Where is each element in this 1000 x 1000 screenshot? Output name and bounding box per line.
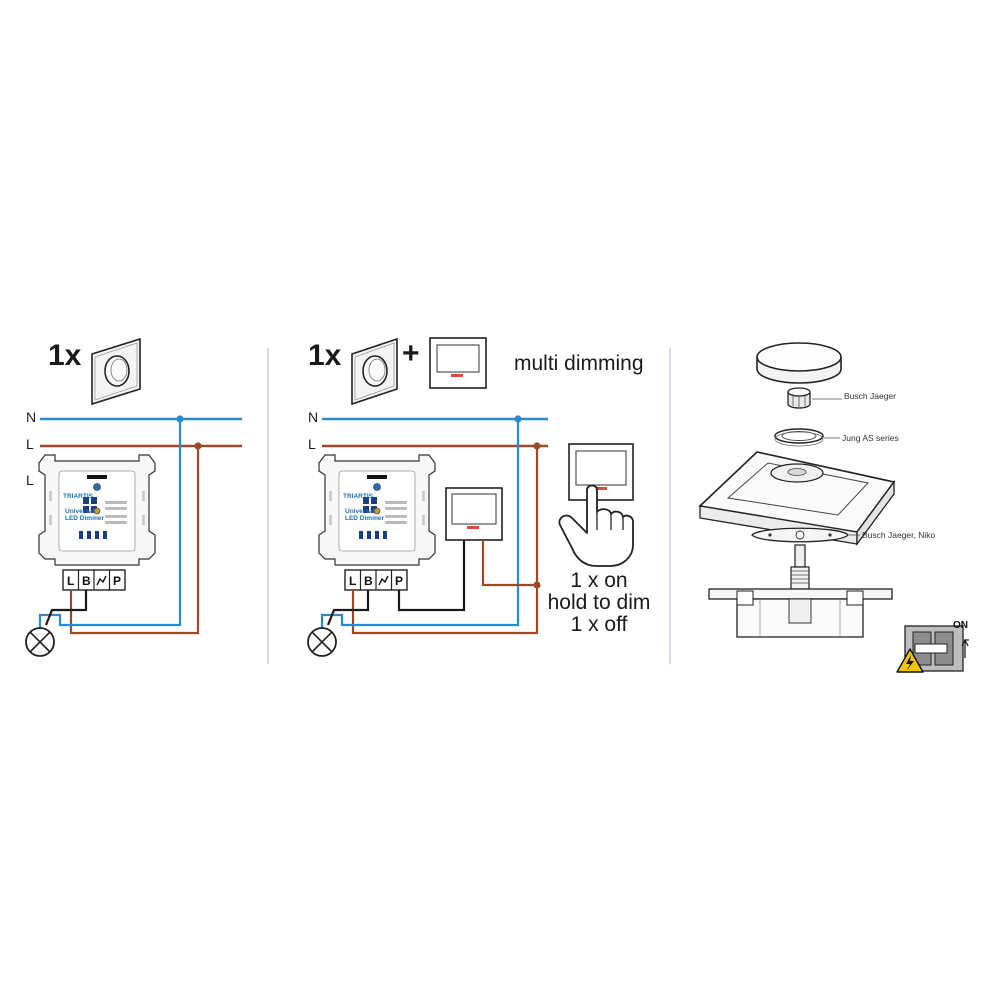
terminal-block: L B P — [62, 569, 126, 591]
adapter-ring-jung — [774, 428, 824, 447]
instruction-off: 1 x off — [571, 613, 628, 636]
circuit-breaker-icon: ON — [904, 620, 969, 672]
live-junction — [533, 442, 541, 450]
terminal-l: L — [349, 574, 356, 588]
panel-single-dimming: 1x N L L TRIARTIS Universal LED Dimme — [25, 337, 242, 657]
lamp-icon — [307, 627, 337, 657]
quantity-label: 1x — [308, 339, 342, 372]
push-button-icon — [429, 337, 487, 389]
hand-press-icon — [558, 443, 634, 567]
push-button-signal-wire — [397, 540, 466, 612]
dimmer-name-line2: LED Dimmer — [345, 515, 384, 522]
neutral-wire-label: N — [308, 409, 318, 425]
dimmer-brand: TRIARTIS — [63, 493, 94, 500]
neutral-wire-label: N — [26, 409, 36, 425]
terminal-block: L B P — [344, 569, 408, 591]
push-button-module — [445, 487, 503, 541]
label-jung-as-series: Jung AS series — [842, 433, 899, 443]
terminal-p: P — [395, 574, 403, 588]
dimmer-name-line2: LED Dimmer — [65, 515, 104, 522]
terminal-dim-icon — [378, 575, 389, 586]
quantity-label: 1x — [48, 339, 82, 372]
dimmer-body — [708, 544, 893, 638]
knob-cap — [756, 342, 842, 384]
live-to-l-wire — [69, 446, 200, 635]
panel-multi-dimming: 1x + multi dimming N L TRIARTIS — [307, 337, 651, 657]
lamp-wire-label: L — [26, 472, 34, 488]
adapter-busch-jaeger — [787, 387, 811, 409]
load-wire — [326, 590, 370, 626]
terminal-dim-icon — [96, 575, 107, 586]
dimmer-module: TRIARTIS Universal LED Dimmer — [318, 454, 436, 566]
plus-label: + — [402, 337, 420, 370]
panel-assembly: Busch Jaeger Jung AS series Busch Jaeger… — [698, 342, 969, 673]
lamp-icon — [25, 627, 55, 657]
dimmer-module: TRIARTIS Universal LED Dimmer — [38, 454, 156, 566]
terminal-l: L — [67, 574, 74, 588]
terminal-b: B — [82, 574, 91, 588]
instruction-dim: hold to dim — [548, 591, 651, 614]
rotary-dimmer-icon — [91, 337, 141, 406]
power-on-label: ON — [953, 620, 968, 631]
neutral-junction — [514, 415, 522, 423]
instruction-on: 1 x on — [570, 569, 627, 592]
label-busch-jaeger-niko: Busch Jaeger, Niko — [862, 530, 936, 540]
terminal-p: P — [113, 574, 121, 588]
push-button-junction — [533, 581, 541, 589]
load-wire — [44, 590, 88, 626]
live-junction — [194, 442, 202, 450]
neutral-junction — [176, 415, 184, 423]
label-busch-jaeger: Busch Jaeger — [844, 391, 896, 401]
mode-label: multi dimming — [514, 352, 644, 375]
high-voltage-warning-icon — [896, 648, 924, 673]
live-to-l-wire — [351, 446, 539, 635]
rotary-dimmer-icon — [351, 337, 398, 406]
neutral-to-lamp-wire — [320, 419, 520, 633]
arrow-up-icon — [961, 638, 969, 658]
push-button-live-wire — [481, 540, 537, 587]
dimmer-brand: TRIARTIS — [343, 493, 374, 500]
live-wire-label: L — [308, 436, 316, 452]
mounting-plate — [751, 527, 849, 543]
live-wire-label: L — [26, 436, 34, 452]
dimmer-name-line1: Universal — [65, 508, 94, 515]
terminal-b: B — [364, 574, 373, 588]
neutral-to-lamp-wire — [38, 419, 182, 633]
dimmer-name-line1: Universal — [345, 508, 374, 515]
